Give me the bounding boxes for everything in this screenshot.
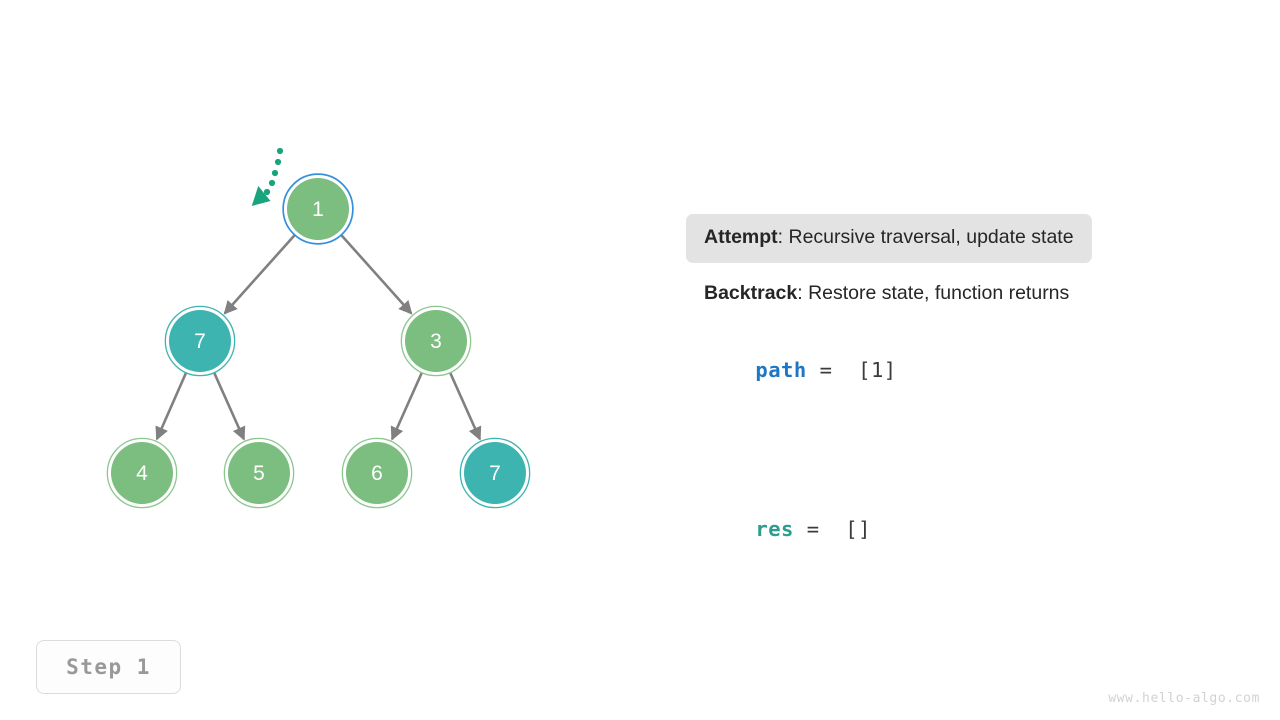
path-variable-line: path = [1]	[686, 334, 1246, 406]
tree-edge-n7l-n4	[155, 372, 188, 441]
res-variable-line: res = []	[686, 493, 1246, 565]
backtrack-label: Backtrack	[704, 281, 798, 304]
recursion-pointer	[251, 147, 284, 207]
tree-edge-n3-n7r	[449, 372, 482, 441]
res-variable-name: res	[755, 517, 794, 541]
tree-panel: 1 7 3 4 5 6 7	[0, 0, 640, 600]
step-badge: Step 1	[36, 640, 181, 694]
tree-nodes: 1 7 3 4 5 6 7	[106, 173, 531, 509]
attempt-label: Attempt	[704, 226, 778, 248]
tree-node-label-n5: 5	[253, 462, 265, 485]
path-variable-name: path	[755, 358, 807, 382]
attempt-row: Attempt: Recursive traversal, update sta…	[686, 214, 1092, 263]
res-variable-value: = []	[793, 517, 871, 541]
binary-tree-diagram: 1 7 3 4 5 6 7	[106, 147, 531, 509]
tree-node-n6: 6	[341, 437, 413, 509]
backtrack-row: Backtrack: Restore state, function retur…	[686, 281, 1246, 304]
path-variable-value: = [1]	[806, 358, 897, 382]
tree-node-n3: 3	[400, 305, 472, 377]
tree-node-n1: 1	[282, 173, 354, 245]
tree-node-label-n1: 1	[312, 198, 324, 221]
watermark: www.hello-algo.com	[1108, 691, 1260, 706]
pointer-dot-1	[274, 158, 282, 166]
step-badge-label: Step 1	[66, 655, 151, 679]
tree-node-n4: 4	[106, 437, 178, 509]
pointer-dot-4	[263, 188, 271, 196]
tree-node-n5: 5	[223, 437, 295, 509]
tree-node-label-n4: 4	[136, 462, 148, 485]
tree-edges	[155, 234, 482, 441]
tree-node-n7l: 7	[164, 305, 236, 377]
tree-node-label-n6: 6	[371, 462, 383, 485]
tree-edge-n1-n3	[340, 234, 413, 315]
backtrack-text: : Restore state, function returns	[797, 281, 1070, 304]
pointer-dot-3	[268, 179, 276, 187]
tree-node-label-n7r: 7	[489, 462, 501, 485]
attempt-text: : Recursive traversal, update state	[777, 226, 1074, 248]
pointer-dot-2	[271, 169, 279, 177]
pointer-arrowhead-icon	[251, 185, 271, 207]
tree-node-label-n7l: 7	[194, 330, 206, 353]
tree-node-label-n3: 3	[430, 330, 442, 353]
tree-edge-n7l-n5	[213, 372, 246, 441]
info-panel: Attempt: Recursive traversal, update sta…	[686, 214, 1246, 565]
tree-edge-n3-n6	[390, 372, 423, 441]
tree-edge-n1-n7l	[223, 234, 296, 315]
tree-node-n7r: 7	[459, 437, 531, 509]
pointer-dot-0	[276, 147, 284, 155]
